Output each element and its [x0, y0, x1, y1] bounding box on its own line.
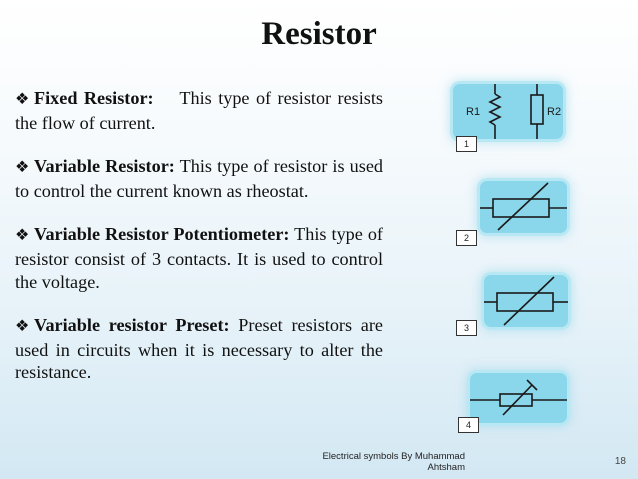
paragraph-heading: Variable Resistor Potentiometer:	[34, 224, 290, 245]
potentiometer-symbol-icon	[484, 276, 568, 326]
footer-credit: Electrical symbols By Muhammad Ahtsham	[322, 451, 465, 473]
preset-resistor-figure	[470, 373, 567, 423]
slide-title: Resistor	[261, 16, 377, 52]
potentiometer-figure	[484, 275, 568, 327]
diamond-bullet-icon: ❖	[15, 318, 30, 336]
label-r1: R1	[466, 106, 480, 118]
paragraph-text: This type of resistor resists the flow o…	[15, 88, 384, 133]
diamond-bullet-icon: ❖	[15, 91, 30, 108]
fixed-resistor-figure: R1 R2	[453, 84, 563, 139]
figure-number-badge: 3	[456, 320, 477, 336]
paragraph-heading: Variable resistor Preset:	[34, 315, 230, 336]
preset-resistor-symbol-icon	[470, 379, 567, 416]
diamond-bullet-icon: ❖	[15, 227, 30, 245]
paragraph-potentiometer: ❖Variable Resistor Potentiometer: This t…	[15, 223, 383, 293]
figure-number-badge: 4	[458, 417, 479, 433]
variable-resistor-symbol-icon	[480, 182, 567, 231]
paragraph-variable-resistor: ❖Variable Resistor: This type of resisto…	[15, 155, 383, 202]
variable-resistor-figure	[480, 181, 567, 233]
paragraph-fixed-resistor: ❖Fixed Resistor: This type of resistor r…	[15, 87, 383, 134]
fixed-resistor-symbol-icon: R1 R2	[466, 84, 561, 139]
body-text: ❖Fixed Resistor: This type of resistor r…	[15, 87, 383, 384]
label-r2: R2	[547, 106, 561, 118]
figure-number-badge: 1	[456, 136, 477, 152]
paragraph-text: This type of resistor is used to control…	[15, 156, 384, 201]
paragraph-text: Preset resistors are used in circuits wh…	[15, 315, 383, 383]
paragraph-preset: ❖Variable resistor Preset: Preset resist…	[15, 314, 383, 384]
slide-number: 18	[614, 456, 626, 467]
figure-number-badge: 2	[456, 230, 477, 246]
paragraph-heading: Fixed Resistor:	[34, 88, 154, 108]
paragraph-heading: Variable Resistor:	[34, 156, 175, 177]
diamond-bullet-icon: ❖	[15, 159, 30, 177]
paragraph-text: This type of resistor consist of 3 conta…	[15, 224, 383, 292]
